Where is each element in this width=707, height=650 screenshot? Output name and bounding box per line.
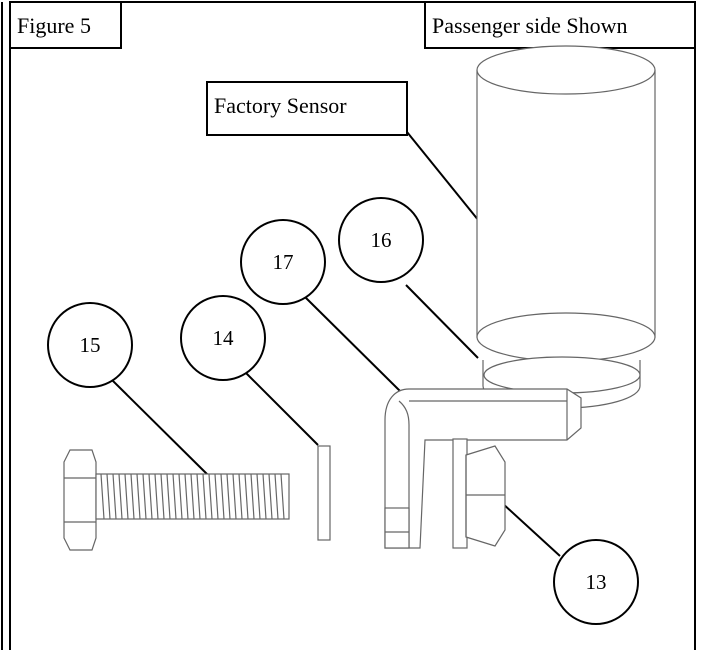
washer-part-14 (317, 445, 331, 541)
figure-title: Figure 5 (17, 13, 91, 38)
bracket-part-17 (384, 388, 582, 549)
callout-13: 13 (553, 539, 639, 625)
figure-frame (9, 1, 696, 650)
callout-15: 15 (47, 302, 133, 388)
leader-14 (244, 371, 319, 446)
flange-nut-part-13 (452, 438, 506, 549)
callout-17-number: 17 (273, 250, 294, 274)
sensor-label-box (206, 81, 408, 136)
leader-16 (405, 284, 479, 359)
factory-sensor (476, 45, 656, 409)
callout-16: 16 (338, 197, 424, 283)
callout-17: 17 (240, 219, 326, 305)
callout-15-number: 15 (80, 333, 101, 357)
callout-16-number: 16 (371, 228, 392, 252)
callout-14-number: 14 (213, 326, 235, 350)
callout-13-number: 13 (586, 570, 607, 594)
leader-17 (304, 296, 402, 393)
callout-14: 14 (180, 295, 266, 381)
sensor-label: Factory Sensor (214, 93, 347, 118)
view-note: Passenger side Shown (432, 13, 628, 38)
view-note-box (424, 1, 696, 49)
leader-15 (111, 379, 214, 481)
figure-title-box (9, 1, 122, 49)
hex-bolt-part-15 (63, 449, 290, 551)
